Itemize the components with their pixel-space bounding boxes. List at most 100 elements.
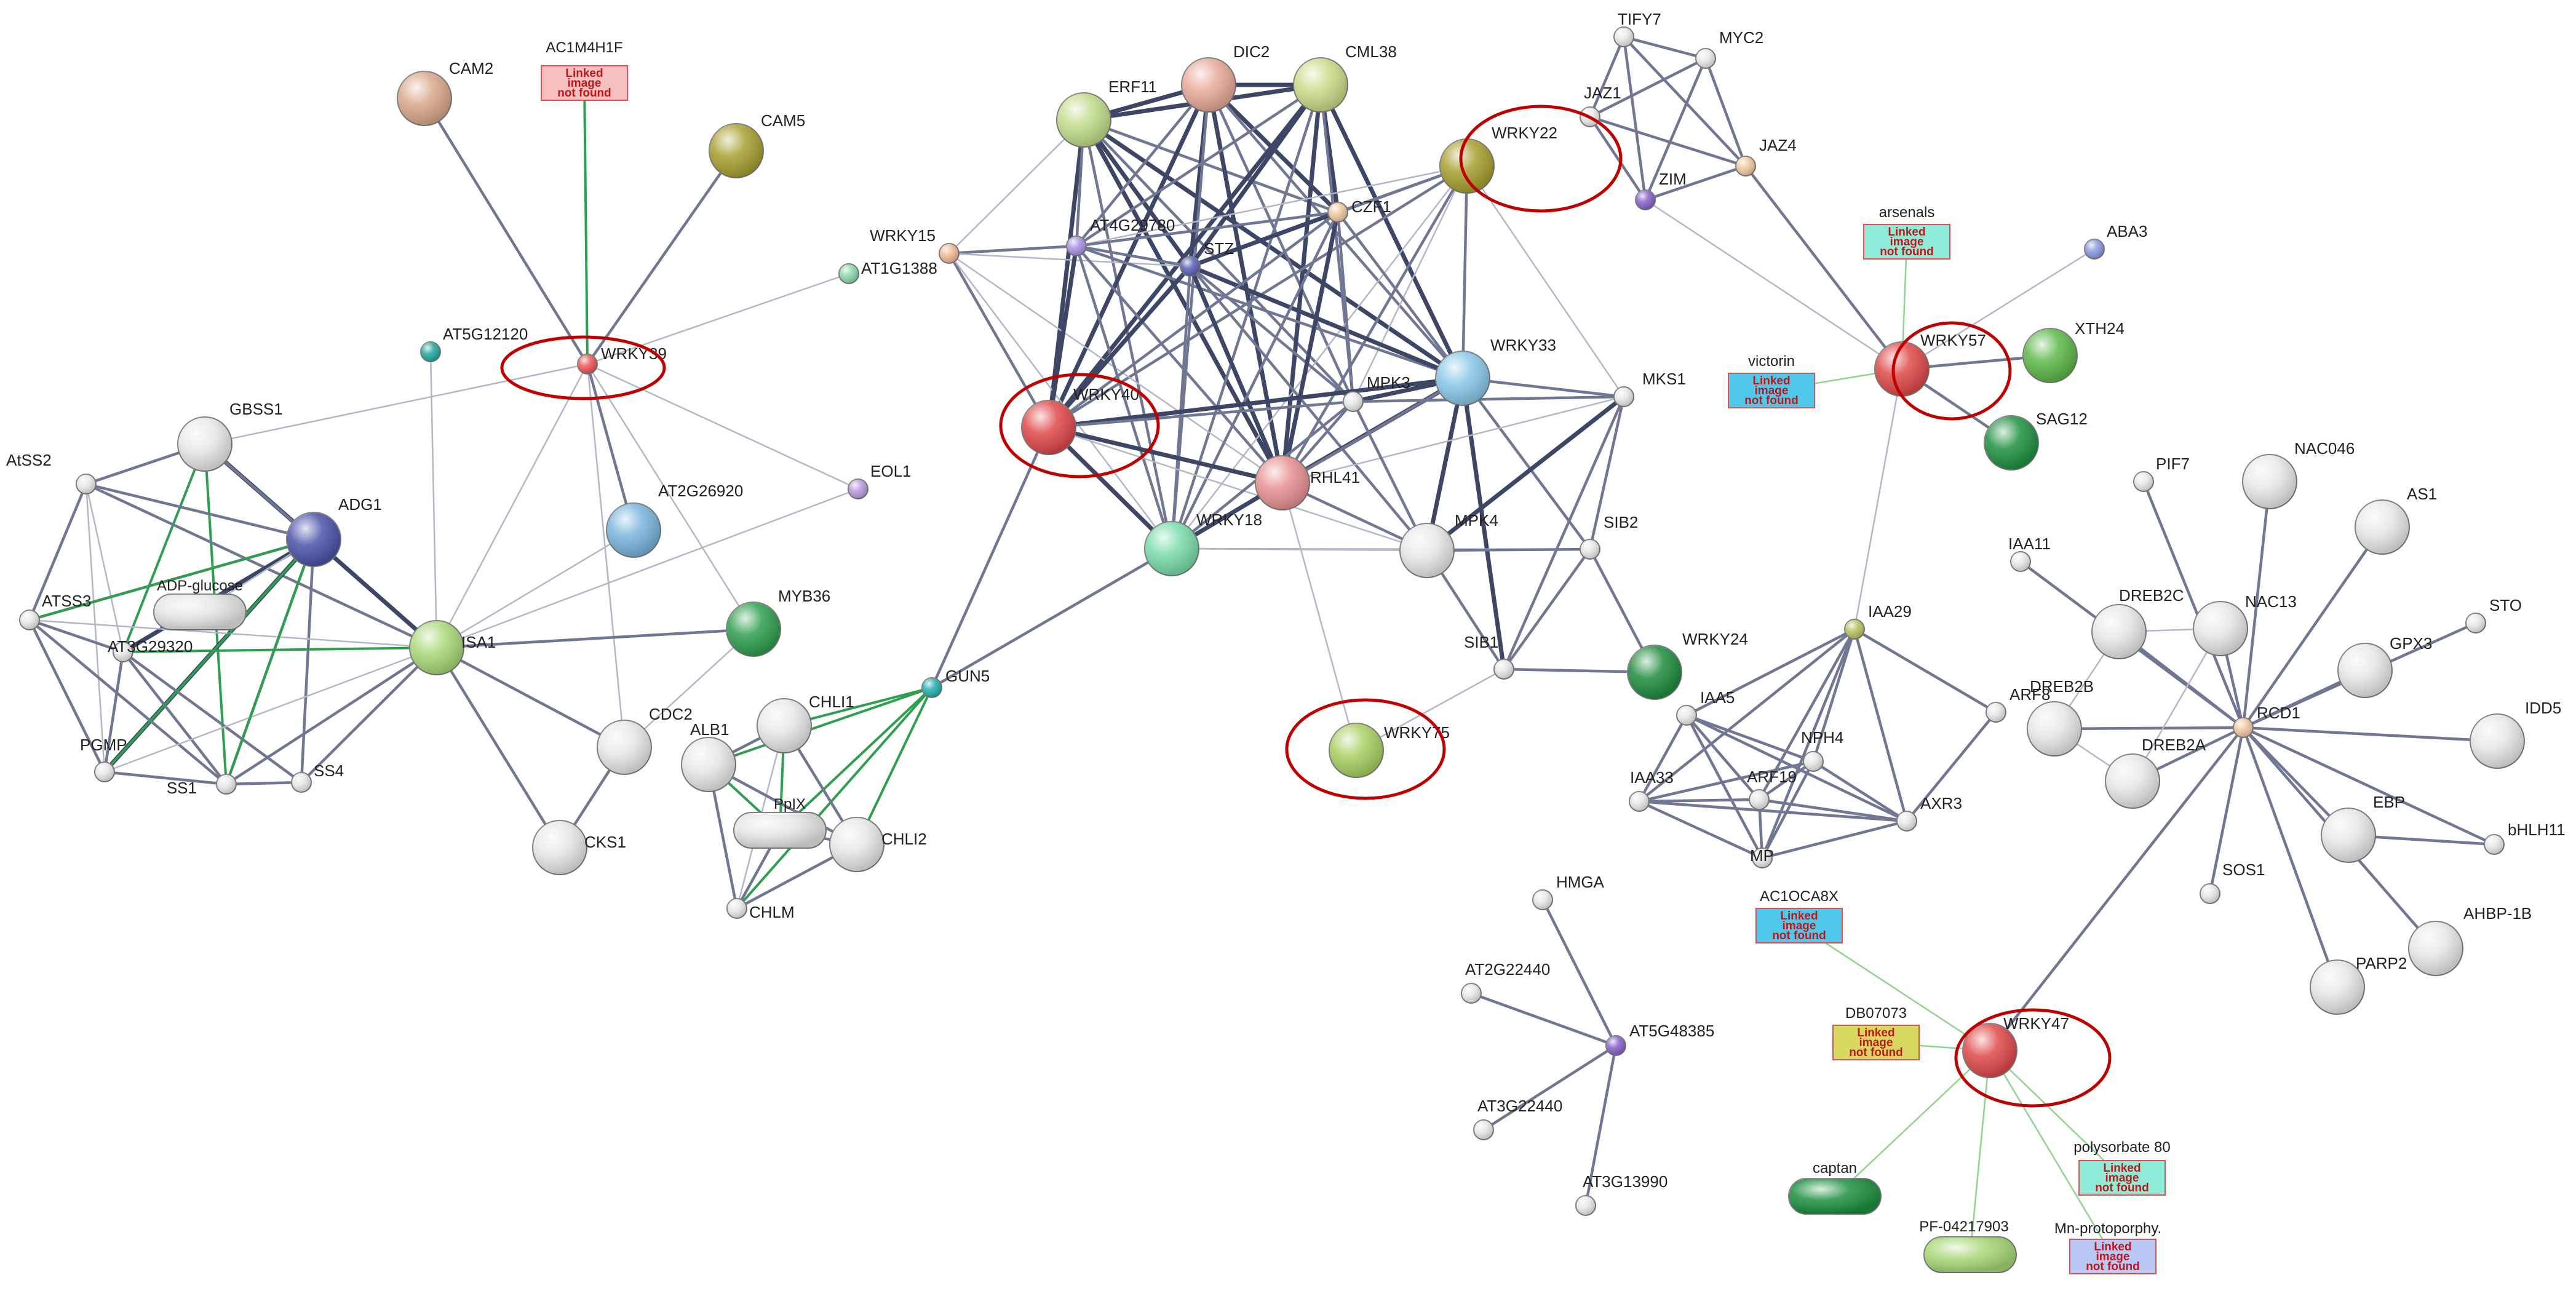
node-gloss	[606, 503, 661, 557]
node-cdc2[interactable]: CDC2	[597, 705, 693, 775]
node-czf1[interactable]: CZF1	[1327, 197, 1391, 223]
node-ss1[interactable]: SS1	[167, 774, 237, 797]
node-pif7[interactable]: PIF7	[2133, 455, 2190, 492]
node-gpx3[interactable]: GPX3	[2337, 634, 2432, 698]
node-atss3[interactable]: ATSS3	[19, 592, 91, 630]
node-sto[interactable]: STO	[2465, 596, 2522, 634]
node-zim[interactable]: ZIM	[1635, 170, 1687, 210]
node-wrky75[interactable]: WRKY75	[1329, 723, 1450, 778]
node-iaa5[interactable]: IAA5	[1676, 688, 1735, 726]
node-arf19[interactable]: ARF19	[1747, 768, 1797, 810]
node-at4g29780[interactable]: AT4G29780	[1066, 216, 1175, 256]
node-chlm[interactable]: CHLM	[726, 898, 795, 921]
node-tify7[interactable]: TIFY7	[1613, 10, 1661, 47]
node-ahbp-1b[interactable]: AHBP-1B	[2408, 904, 2532, 976]
node-dreb2a[interactable]: DREB2A	[2105, 736, 2206, 809]
node-cks1[interactable]: CKS1	[532, 820, 626, 875]
node-eol1[interactable]: EOL1	[848, 462, 912, 499]
node-atss2[interactable]: AtSS2	[6, 451, 97, 495]
node-wrky22[interactable]: WRKY22	[1439, 124, 1557, 194]
node-wrky47[interactable]: WRKY47	[1962, 1014, 2069, 1078]
node-nac13[interactable]: NAC13	[2193, 592, 2297, 656]
node-captan[interactable]: captan	[1788, 1160, 1882, 1215]
node-wrky39[interactable]: WRKY39	[577, 344, 667, 375]
edge-wrky15-at4g29780	[947, 244, 1078, 255]
node-bhlh11[interactable]: bHLH11	[2484, 820, 2565, 855]
node-ppix[interactable]: PpIX	[733, 796, 827, 849]
node-adp-glucose[interactable]: ADP-glucose	[153, 578, 247, 630]
edge-rcd1-wrky47	[1988, 726, 2245, 1052]
node-ebp[interactable]: EBP	[2321, 793, 2405, 863]
node-isa1[interactable]: ISA1	[409, 620, 496, 675]
node-rhl41[interactable]: RHL41	[1255, 455, 1360, 510]
node-sib2[interactable]: SIB2	[1580, 513, 1638, 560]
node-at2g26920[interactable]: AT2G26920	[606, 482, 743, 558]
node-at2g22440[interactable]: AT2G22440	[1461, 960, 1550, 1004]
node-chli1[interactable]: CHLI1	[757, 693, 854, 753]
node-sib1[interactable]: SIB1	[1464, 633, 1514, 680]
node-nph4[interactable]: NPH4	[1801, 728, 1843, 772]
node-erf11[interactable]: ERF11	[1056, 77, 1157, 148]
node-wrky18[interactable]: WRKY18	[1144, 510, 1262, 576]
node-arf8[interactable]: ARF8	[1986, 685, 2050, 723]
node-at5g12120[interactable]: AT5G12120	[420, 325, 528, 362]
node-dreb2c[interactable]: DREB2C	[2091, 586, 2184, 659]
node-gbss1[interactable]: GBSS1	[177, 400, 283, 472]
node-hmga[interactable]: HMGA	[1532, 873, 1605, 910]
node-chli2[interactable]: CHLI2	[829, 817, 927, 872]
node-mpk3[interactable]: MPK3	[1343, 373, 1410, 412]
node-as1[interactable]: AS1	[2355, 485, 2437, 555]
node-at3g22440[interactable]: AT3G22440	[1473, 1097, 1562, 1140]
node-alb1[interactable]: ALB1	[681, 720, 736, 792]
node-mks1[interactable]: MKS1	[1613, 370, 1686, 407]
node-wrky24[interactable]: WRKY24	[1627, 630, 1748, 700]
node-dreb2b[interactable]: DREB2B	[2027, 677, 2094, 757]
node-wrky15[interactable]: WRKY15	[870, 226, 960, 264]
node-mpk4[interactable]: MPK4	[1399, 511, 1498, 578]
node-iaa29[interactable]: IAA29	[1844, 602, 1912, 640]
node-aba3[interactable]: ABA3	[2084, 222, 2148, 260]
node-stz[interactable]: STZ	[1180, 239, 1234, 277]
node-iaa11[interactable]: IAA11	[2008, 534, 2051, 572]
node-at5g48385[interactable]: AT5G48385	[1605, 1022, 1714, 1056]
node-idd5[interactable]: IDD5	[2470, 699, 2561, 769]
node-dic2[interactable]: DIC2	[1181, 42, 1270, 113]
node-sos1[interactable]: SOS1	[2200, 860, 2265, 904]
node-at3g13990[interactable]: AT3G13990	[1575, 1172, 1668, 1216]
node-sag12[interactable]: SAG12	[1984, 410, 2088, 471]
node-cam2[interactable]: CAM2	[397, 59, 493, 126]
node-cml38[interactable]: CML38	[1293, 42, 1397, 113]
node-pf-04217903[interactable]: PF-04217903	[1919, 1218, 2017, 1273]
node-adg1[interactable]: ADG1	[286, 495, 382, 567]
node-mp[interactable]: MP	[1750, 846, 1774, 868]
node-nac046[interactable]: NAC046	[2242, 439, 2355, 509]
node-parp2[interactable]: PARP2	[2310, 954, 2407, 1015]
node-myb36[interactable]: MYB36	[726, 587, 830, 657]
node-at3g29320[interactable]: AT3G29320	[108, 637, 193, 662]
missing-image-text: image	[1755, 384, 1789, 397]
node-iaa33[interactable]: IAA33	[1629, 768, 1674, 812]
node-xth24[interactable]: XTH24	[2022, 319, 2125, 383]
node-gloss	[533, 820, 587, 875]
node-wrky57[interactable]: WRKY57	[1874, 331, 1986, 397]
node-label: SOS1	[2222, 860, 2265, 879]
node-pgmp[interactable]: PGMP	[80, 736, 127, 782]
node-at1g1388[interactable]: AT1G1388	[838, 259, 937, 284]
node-wrky33[interactable]: WRKY33	[1435, 336, 1556, 406]
node-label: captan	[1813, 1160, 1857, 1177]
node-wrky40[interactable]: WRKY40	[1021, 385, 1139, 455]
node-ss4[interactable]: SS4	[291, 761, 344, 793]
node-axr3[interactable]: AXR3	[1896, 794, 1962, 832]
node-jaz4[interactable]: JAZ4	[1735, 136, 1797, 177]
node-myc2[interactable]: MYC2	[1695, 28, 1763, 69]
node-rcd1[interactable]: RCD1	[2233, 704, 2300, 738]
node-cam5[interactable]: CAM5	[709, 111, 805, 178]
node-gun5[interactable]: GUN5	[921, 667, 990, 698]
